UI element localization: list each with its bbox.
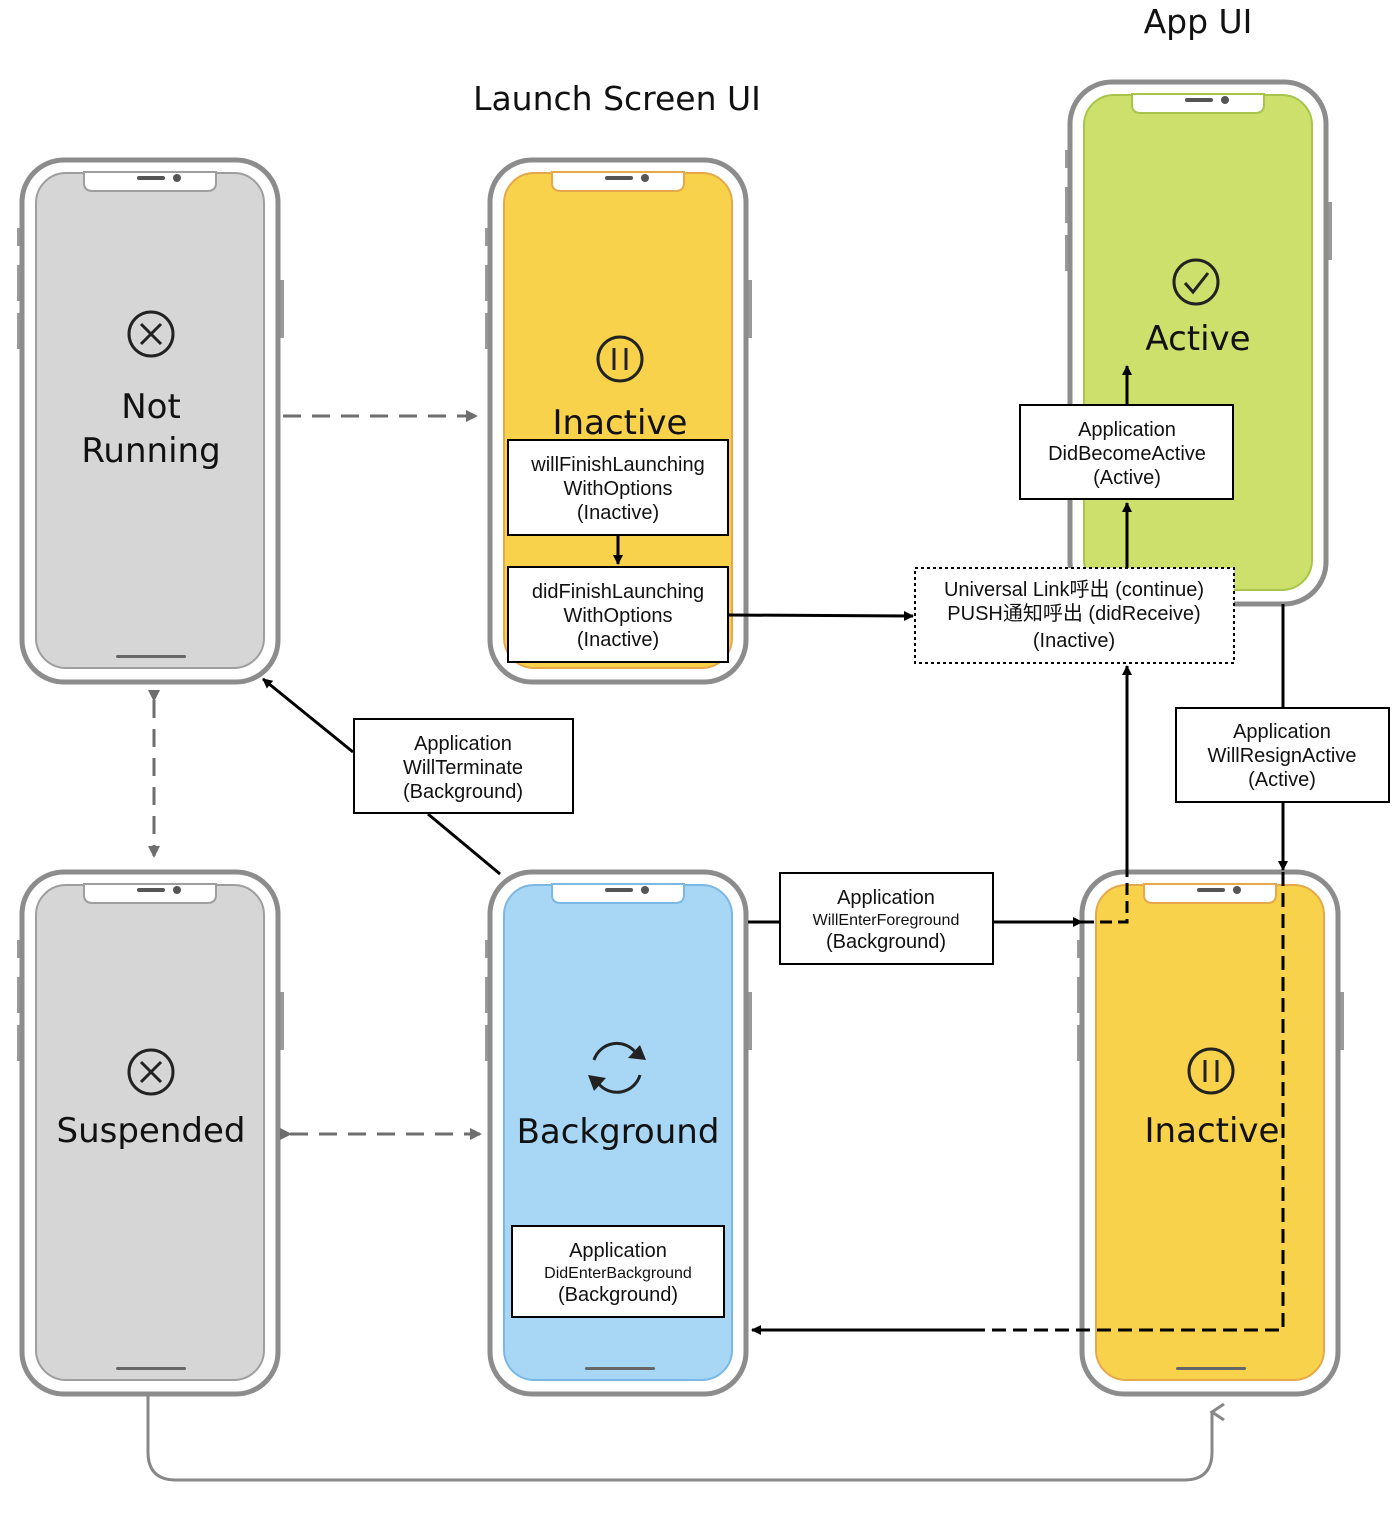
phone-not-running: Not Running	[17, 157, 284, 685]
box-text-line: PUSH通知呼出 (didReceive)	[947, 602, 1200, 625]
inactive-app-label: Inactive	[1145, 1111, 1280, 1151]
phone-active: Active	[1065, 79, 1332, 607]
line-background-to-willterminate	[427, 812, 501, 876]
pause-circle-icon	[596, 335, 644, 383]
box-text-line: Application	[837, 887, 935, 909]
app-ui-title: App UI	[1144, 2, 1253, 41]
suspended-label: Suspended	[57, 1111, 246, 1151]
box-text-line: WillTerminate	[403, 757, 523, 779]
pause-circle-icon	[1187, 1047, 1235, 1095]
box-text-line: (Background)	[558, 1284, 678, 1306]
box-will-enter-foreground: Application WillEnterForeground (Backgro…	[779, 872, 994, 965]
box-text-line: WillResignActive	[1208, 745, 1357, 767]
box-text-line: DidEnterBackground	[544, 1265, 692, 1282]
box-text-line: willFinishLaunching	[530, 454, 704, 476]
arrow-didfinish-to-universal-link	[727, 610, 914, 621]
box-text-line: WithOptions	[564, 478, 673, 500]
box-text-line: didFinishLaunching	[532, 581, 704, 603]
box-text-line: (Inactive)	[577, 502, 659, 524]
box-text-line: (Inactive)	[577, 629, 659, 651]
box-text-line: Application	[569, 1240, 667, 1262]
dashed-inactive-to-background	[975, 872, 1285, 1332]
box-text-line: (Active)	[1093, 467, 1161, 489]
check-circle-icon	[1172, 258, 1220, 306]
box-universal-link: Universal Link呼出 (continue) PUSH通知呼出 (di…	[914, 567, 1235, 664]
box-did-enter-background: Application DidEnterBackground (Backgrou…	[511, 1225, 725, 1318]
inactive-launch-label: Inactive	[553, 403, 688, 443]
not-running-label-line1: Not	[121, 387, 181, 427]
active-label: Active	[1145, 319, 1250, 359]
box-text-line: Application	[1078, 419, 1176, 441]
box-text-line: (Background)	[403, 781, 523, 803]
background-label: Background	[517, 1112, 720, 1152]
box-text-line: Universal Link呼出 (continue)	[944, 578, 1204, 601]
x-circle-icon	[127, 310, 175, 358]
box-text-line: (Background)	[826, 931, 946, 953]
box-text-line: (Active)	[1248, 769, 1316, 791]
x-circle-icon	[127, 1048, 175, 1096]
phone-inactive-launch: Inactive	[485, 157, 752, 685]
phone-suspended: Suspended	[17, 869, 284, 1397]
box-will-terminate: Application WillTerminate (Background)	[353, 718, 574, 814]
box-will-resign-active: Application WillResignActive (Active)	[1175, 707, 1390, 803]
arrow-willterminate-to-not-running	[262, 677, 354, 754]
arrow-suspended-to-inactive	[146, 1396, 1225, 1482]
box-did-finish-launching: didFinishLaunching WithOptions (Inactive…	[507, 566, 729, 663]
box-text-line: WithOptions	[564, 605, 673, 627]
box-will-finish-launching: willFinishLaunching WithOptions (Inactiv…	[507, 439, 729, 536]
refresh-icon	[588, 1042, 646, 1094]
dashed-inactive-up	[1082, 872, 1129, 924]
box-text-line: DidBecomeActive	[1048, 443, 1206, 465]
box-text-line: Application	[1233, 721, 1331, 743]
not-running-label-line2: Running	[81, 431, 220, 471]
box-text-line: (Inactive)	[1033, 630, 1115, 652]
box-did-become-active: Application DidBecomeActive (Active)	[1019, 404, 1234, 500]
launch-screen-title: Launch Screen UI	[473, 79, 761, 118]
box-text-line: Application	[414, 733, 512, 755]
phone-inactive-app: Inactive	[1077, 869, 1344, 1397]
box-text-line: WillEnterForeground	[813, 912, 960, 929]
